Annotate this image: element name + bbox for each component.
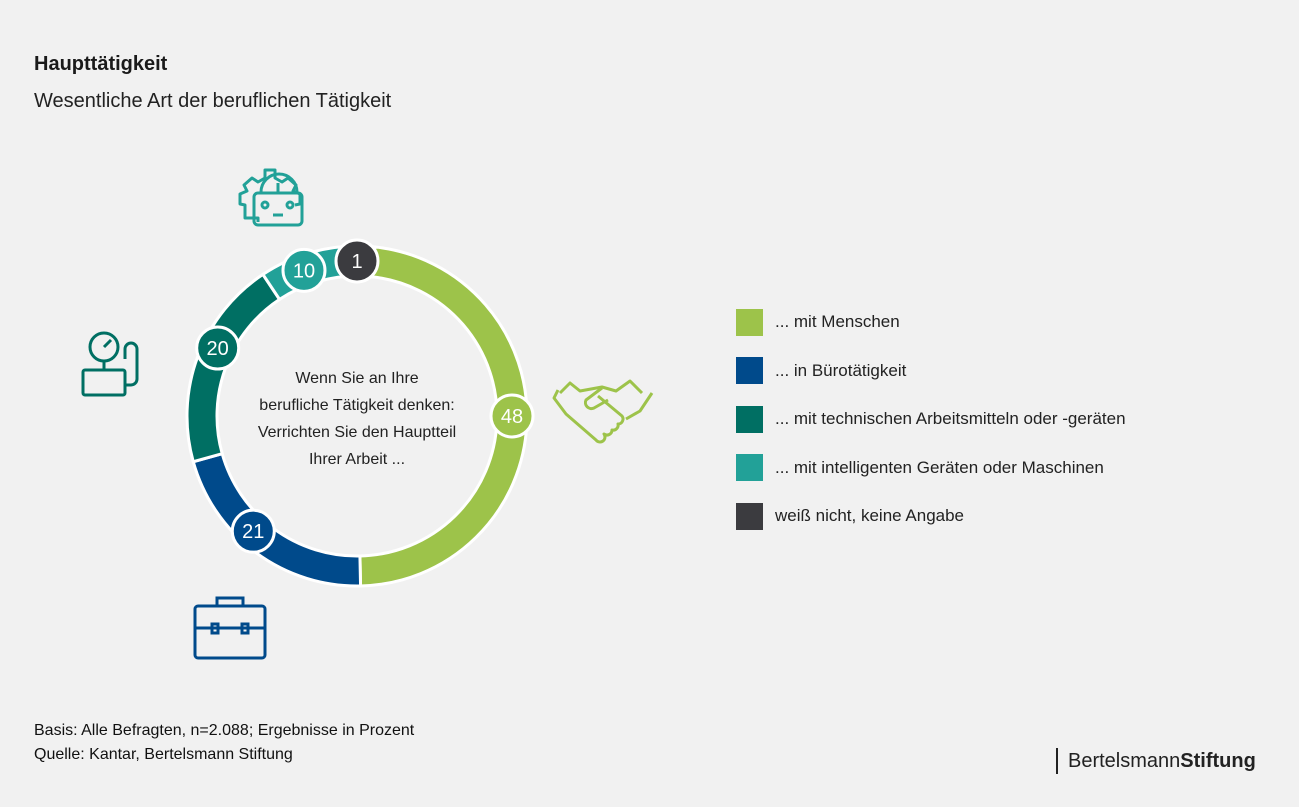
data-label-badge (489, 393, 535, 439)
brand-part1: Bertelsmann (1068, 750, 1181, 772)
legend-swatch (736, 405, 763, 433)
legend: ... mit Menschen ... in Bürotätigkeit ..… (736, 298, 1126, 541)
data-label-badge (195, 325, 241, 371)
data-label-text: 1 (351, 251, 362, 273)
legend-item: ... in Bürotätigkeit (736, 347, 1126, 396)
legend-swatch (736, 502, 763, 530)
legend-item: ... mit intelligenten Geräten oder Masch… (736, 444, 1126, 493)
legend-item: ... mit technischen Arbeitsmitteln oder … (736, 395, 1126, 444)
legend-item: ... mit Menschen (736, 298, 1126, 347)
legend-swatch (736, 308, 763, 336)
brand-logo: BertelsmannStiftung (1056, 748, 1256, 774)
data-label: 20 (195, 325, 241, 371)
legend-swatch (736, 454, 763, 482)
data-label: 21 (230, 508, 276, 554)
donut-segment (191, 451, 363, 588)
donut-segment (358, 245, 529, 588)
data-label-text: 21 (242, 521, 264, 543)
center-question: Wenn Sie an Ihre berufliche Tätigkeit de… (247, 365, 467, 473)
data-label: 10 (281, 247, 327, 293)
data-label-text: 48 (501, 406, 523, 428)
data-label-text: 20 (207, 338, 229, 360)
footer-source: Quelle: Kantar, Bertelsmann Stiftung (34, 746, 293, 763)
data-label-text: 10 (293, 260, 315, 282)
center-line: Verrichten Sie den Hauptteil (257, 424, 457, 441)
data-label-badge (281, 247, 327, 293)
handshake-icon (552, 379, 654, 444)
data-label-badge (334, 238, 380, 284)
legend-item: weiß nicht, keine Angabe (736, 492, 1126, 541)
chart-subtitle: Wesentliche Art der beruflichen Tätigkei… (34, 90, 392, 112)
legend-label: ... mit Menschen (775, 312, 900, 332)
pressure-gauge-icon (81, 331, 139, 397)
legend-swatch (736, 357, 763, 385)
briefcase-icon (193, 596, 267, 660)
chart-title: Haupttätigkeit (34, 53, 168, 75)
data-label: 48 (489, 393, 535, 439)
legend-label: ... mit intelligenten Geräten oder Masch… (775, 457, 1104, 477)
center-line: Wenn Sie an Ihre (295, 370, 419, 387)
center-line: berufliche Tätigkeit denken: (259, 397, 455, 414)
legend-label: weiß nicht, keine Angabe (775, 506, 965, 526)
footer-basis: Basis: Alle Befragten, n=2.088; Ergebnis… (34, 722, 415, 739)
robot-gear-icon (238, 168, 304, 227)
legend-label: ... mit technischen Arbeitsmitteln oder … (775, 409, 1126, 429)
center-line: Ihrer Arbeit ... (308, 451, 406, 468)
brand-part2: Stiftung (1180, 750, 1256, 772)
legend-label: ... in Bürotätigkeit (775, 360, 907, 380)
data-label: 1 (334, 238, 380, 284)
data-label-badge (230, 508, 276, 554)
